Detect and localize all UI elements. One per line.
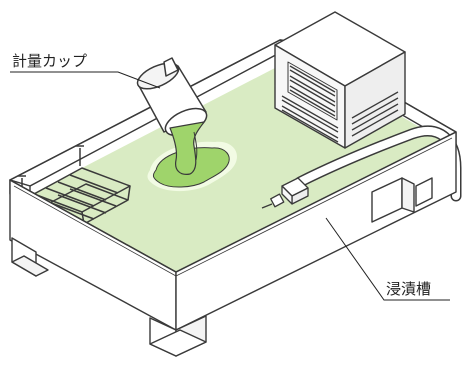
cup-leader-line xyxy=(10,71,161,89)
tank-label: 浸漬槽 xyxy=(386,280,431,298)
measuring-cup-icon xyxy=(136,57,208,175)
hose-coupling-icon xyxy=(261,177,309,209)
cooling-unit-icon xyxy=(274,11,406,149)
tank-feet xyxy=(11,177,433,357)
immersion-tank-icon xyxy=(9,131,457,331)
tank-leader-line xyxy=(325,217,450,301)
leader-lines xyxy=(10,71,450,301)
cup-label: 計量カップ xyxy=(12,52,87,70)
